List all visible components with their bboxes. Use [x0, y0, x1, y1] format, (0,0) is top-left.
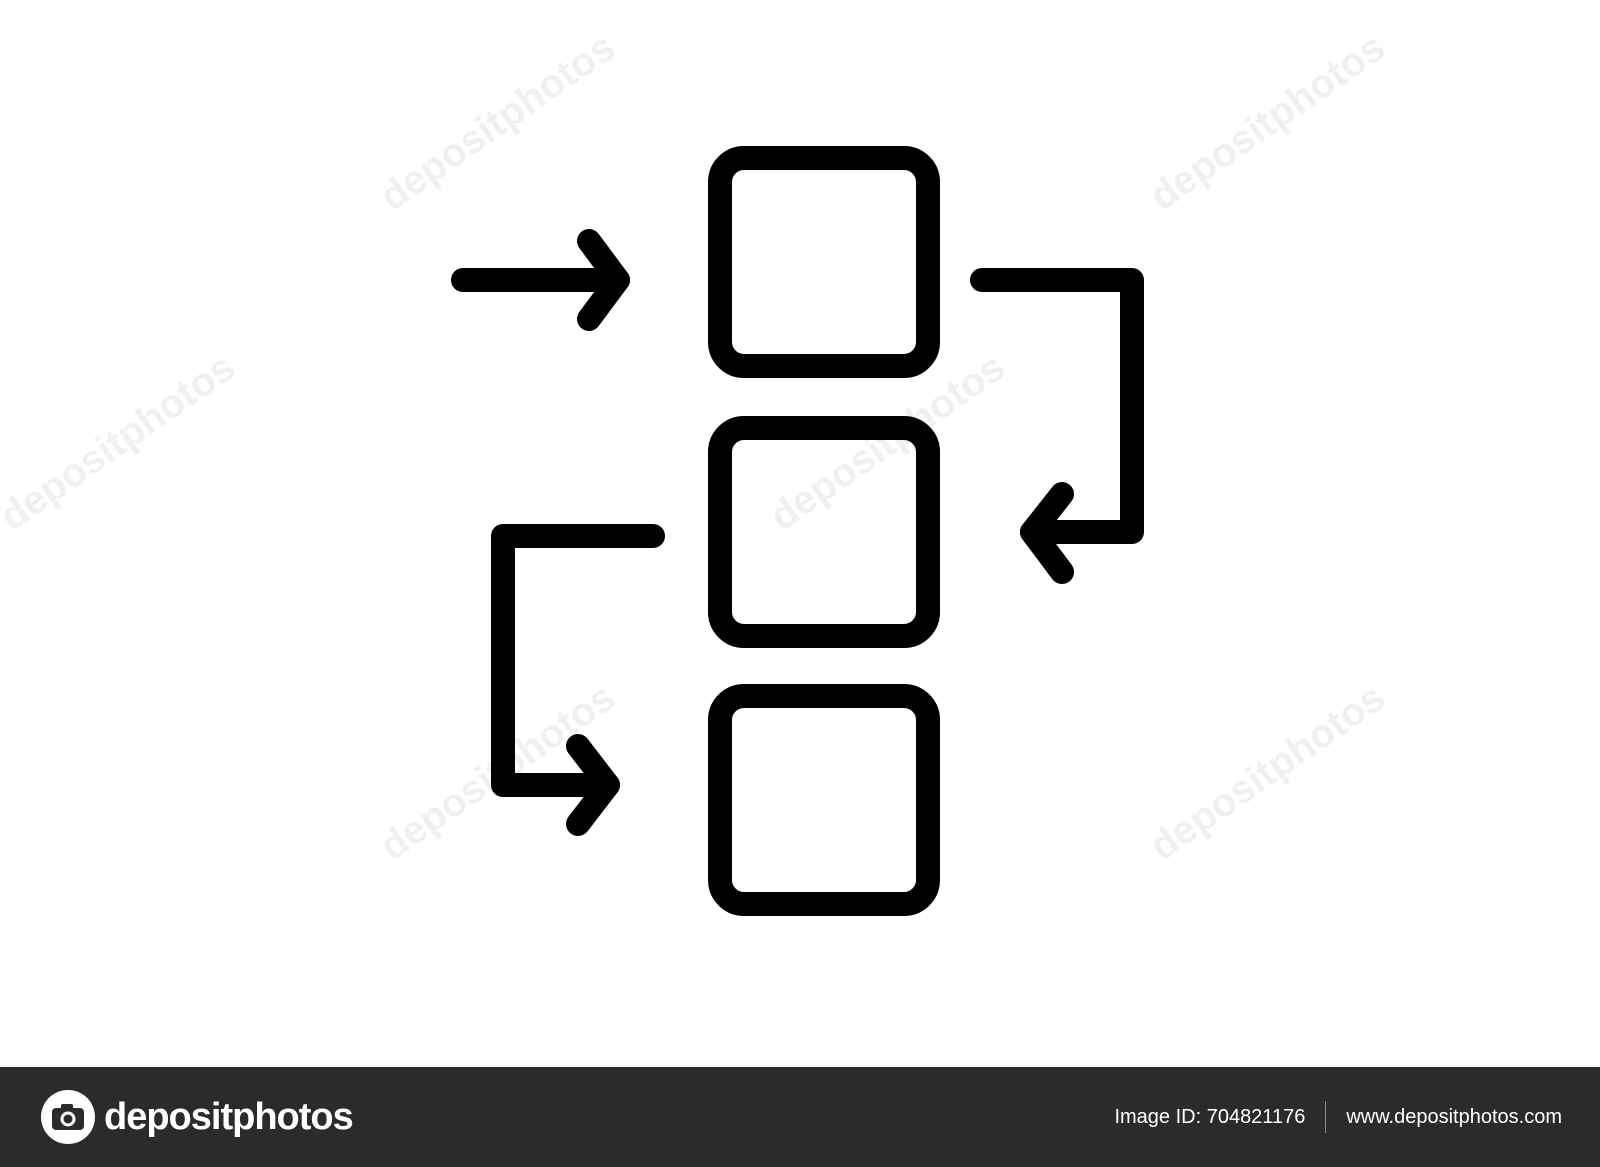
step-box-3: [708, 684, 940, 916]
step-box-1: [708, 146, 940, 378]
step-box-2: [708, 416, 940, 648]
footer-divider: [1325, 1101, 1327, 1133]
arrow-box2-to-box3: [491, 524, 665, 836]
footer-bar: depositphotos Image ID: 704821176 www.de…: [0, 1067, 1600, 1167]
camera-icon: [41, 1090, 95, 1144]
input-arrow: [451, 229, 630, 331]
image-canvas: depositphotos depositphotos depositphoto…: [0, 25, 1393, 916]
image-id: Image ID: 704821176: [1114, 1105, 1306, 1128]
brand[interactable]: depositphotos: [40, 1089, 354, 1145]
arrow-box1-to-box2: [970, 268, 1144, 584]
site-url[interactable]: www.depositphotos.com: [1346, 1105, 1562, 1128]
workflow-steps-icon: [451, 146, 1144, 916]
footer-info: Image ID: 704821176 www.depositphotos.co…: [1114, 1067, 1562, 1167]
brand-name: depositphotos: [104, 1095, 354, 1138]
